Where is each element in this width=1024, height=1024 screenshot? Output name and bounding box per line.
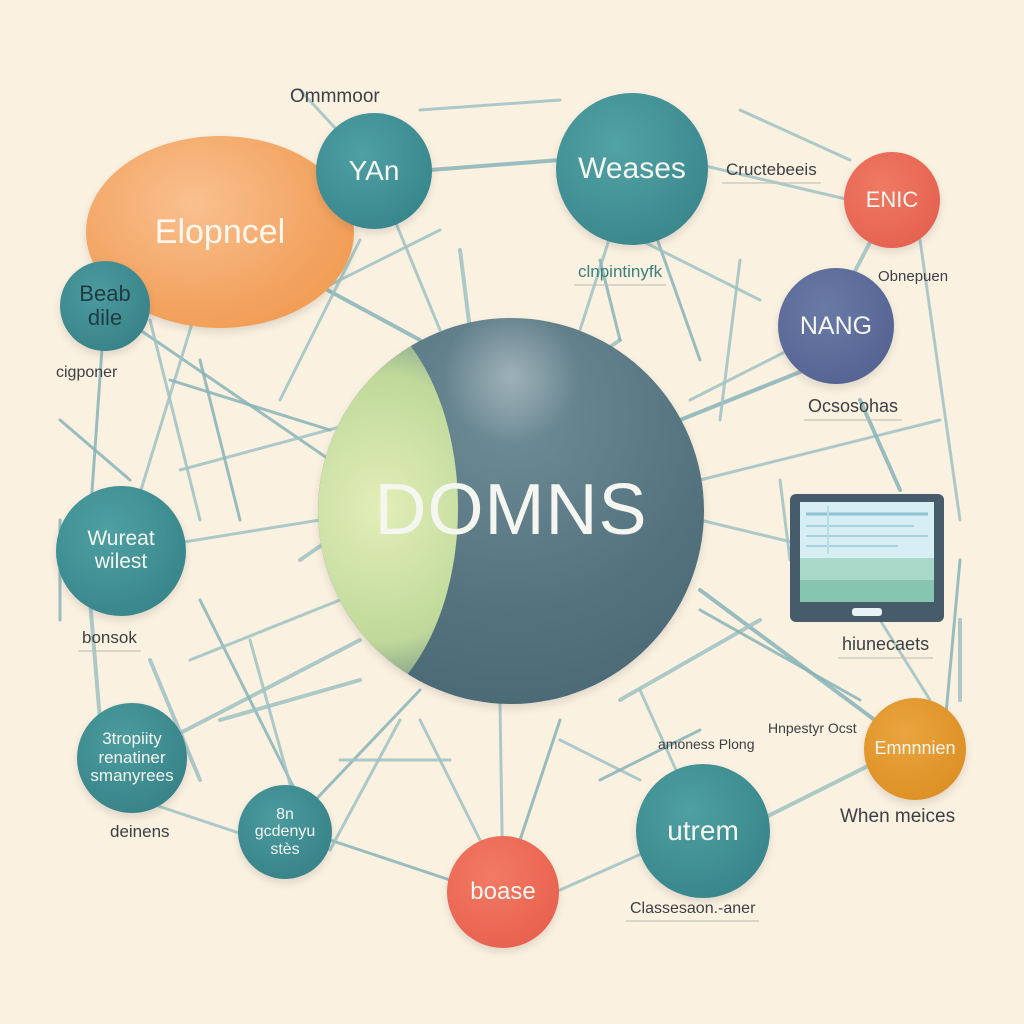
connection-line — [778, 478, 792, 562]
center-node: DOMNS — [318, 318, 704, 704]
label-cigponer: cigponer — [56, 364, 118, 381]
connection-line — [738, 108, 852, 162]
boase-label: boase — [470, 878, 536, 906]
yan-node: YAn — [316, 113, 432, 229]
connection-line — [58, 418, 132, 482]
connection-line — [418, 98, 562, 112]
connection-line — [198, 358, 242, 522]
label-deinens: deinens — [110, 822, 170, 841]
connection-line — [678, 158, 852, 202]
elopncel-label: Elopncel — [154, 212, 286, 251]
connection-line — [598, 728, 702, 782]
label-hinpestyocst: Hnpestyr Ocst — [768, 720, 857, 736]
yan-label: YAn — [348, 154, 400, 186]
wureat-node: Wureat wilest — [56, 486, 186, 616]
label-when-meices: When meices — [840, 806, 956, 827]
connection-line — [418, 718, 482, 842]
emnnnien-label: Emnnnien — [874, 738, 956, 759]
label-bonsok: bonsok — [78, 628, 141, 652]
connection-line — [88, 598, 102, 722]
connection-line — [168, 378, 332, 432]
enic-label: ENIC — [865, 187, 919, 213]
connection-line — [638, 238, 762, 302]
emnnnien-node: Emnnnien — [864, 698, 966, 800]
connection-line — [328, 838, 452, 882]
stropiity-label: 3tropiity renatiner smanyrees — [90, 729, 174, 786]
nang-label: NANG — [799, 311, 873, 340]
connection-line — [878, 618, 932, 702]
connection-line — [328, 718, 402, 852]
connection-line — [198, 598, 302, 802]
beab-node: Beab dile — [60, 261, 150, 351]
boase-node: boase — [447, 836, 559, 948]
wureat-label: Wureat wilest — [87, 527, 155, 573]
weases-label: Weases — [578, 151, 686, 185]
label-obnepuen: Obnepuen — [878, 268, 949, 285]
connection-line — [103, 304, 332, 462]
weases-node: Weases — [556, 93, 708, 245]
connection-line — [148, 658, 202, 782]
connection-line — [558, 738, 642, 782]
connection-line — [758, 758, 882, 822]
label-cructebeeis: Cructebeeis — [722, 160, 821, 184]
utrem-node: utrem — [636, 764, 770, 898]
connection-line — [428, 158, 562, 172]
label-amoness-plong: amoness Plong — [658, 736, 755, 752]
label-ocsosohas: Ocsosohas — [804, 396, 903, 421]
connection-line — [558, 848, 652, 892]
connection-line — [188, 598, 342, 662]
connection-line — [598, 258, 622, 342]
connection-line — [458, 248, 472, 332]
connection-line — [148, 318, 202, 522]
connection-line — [918, 238, 962, 522]
label-classesaon: Classesaon.-aner — [626, 900, 760, 922]
stropiity-node: 3tropiity renatiner smanyrees — [77, 703, 187, 813]
connection-line — [618, 618, 762, 702]
connection-line — [858, 398, 902, 492]
monitor-icon — [790, 494, 944, 622]
gcdenyu-node: 8n gcdenyu stès — [238, 785, 332, 879]
utrem-label: utrem — [667, 814, 739, 846]
gcdenyu-label: 8n gcdenyu stès — [254, 806, 316, 858]
beab-label: Beab dile — [79, 281, 131, 330]
connection-line — [698, 608, 862, 702]
label-ommmoor: Ommmoor — [290, 86, 380, 107]
label-clnpintinyfk: clnpintinyfk — [574, 262, 667, 286]
nang-node: NANG — [778, 268, 894, 384]
center-node-label: DOMNS — [374, 470, 648, 551]
enic-node: ENIC — [844, 152, 940, 248]
connection-line — [698, 418, 942, 482]
connection-line — [518, 718, 562, 842]
label-hiunecaets: hiunecaets — [838, 634, 934, 659]
